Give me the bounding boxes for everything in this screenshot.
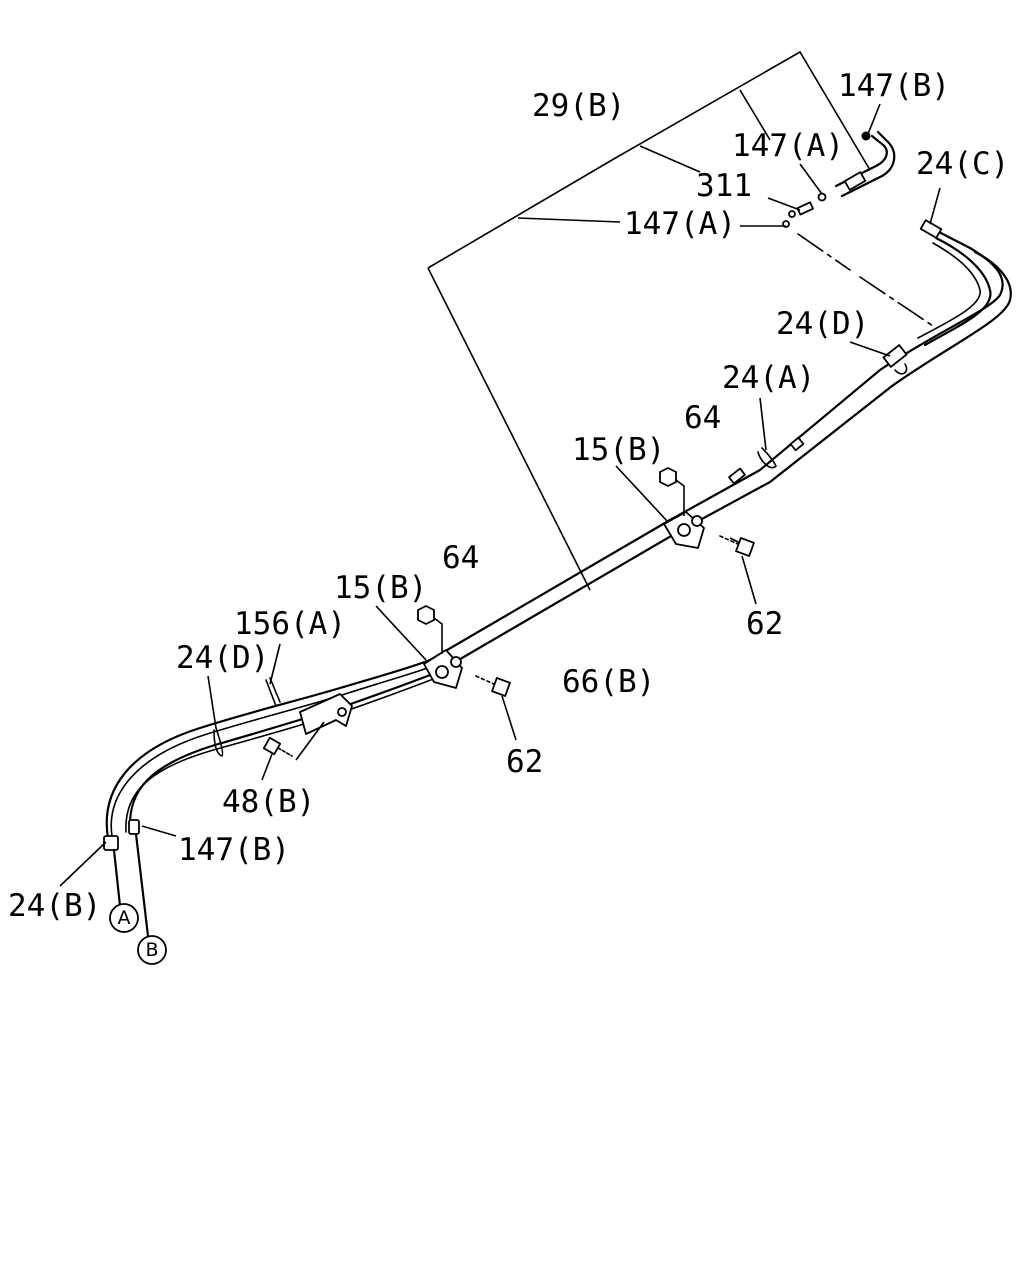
- bolt-62-left: [475, 675, 511, 697]
- callout-66b: 66(B): [562, 664, 655, 700]
- bolt-62-right: [719, 535, 755, 557]
- bolt-48b: [262, 721, 325, 761]
- nut-64-right: [659, 467, 685, 516]
- callout-64-left: 64: [442, 540, 479, 576]
- bracket-15b-left: [423, 649, 463, 689]
- group-outline-29b: [427, 50, 871, 591]
- callout-311: 311: [696, 168, 752, 204]
- callout-24d-left: 24(D): [176, 640, 269, 676]
- callout-62-left: 62: [506, 744, 543, 780]
- callout-156a: 156(A): [234, 606, 346, 642]
- callout-147b-top: 147(B): [838, 68, 950, 104]
- callout-147a-mid: 147(A): [624, 206, 736, 242]
- clip-24a: [728, 436, 805, 485]
- callout-147a-top: 147(A): [732, 128, 844, 164]
- callout-48b: 48(B): [222, 784, 315, 820]
- connector-a-label: A: [118, 907, 131, 929]
- hose-end-147b-bottom: [128, 819, 150, 938]
- callout-24d-right: 24(D): [776, 306, 869, 342]
- hose-end-24c: [919, 219, 943, 239]
- hose-end-24b: [103, 835, 122, 908]
- leader-lines: [59, 103, 941, 887]
- callout-15b-right: 15(B): [572, 432, 665, 468]
- pipe-bundle: [105, 228, 1012, 840]
- callout-24b: 24(B): [8, 888, 101, 924]
- bracket-15b-right: [663, 511, 705, 549]
- connector-a: A: [109, 903, 139, 933]
- callout-15b-left: 15(B): [334, 570, 427, 606]
- callout-62-right: 62: [746, 606, 783, 642]
- callout-64-right: 64: [684, 400, 721, 436]
- small-fittings: [782, 192, 827, 228]
- callout-29b: 29(B): [532, 88, 625, 124]
- callout-labels: 29(B) 147(B) 147(A) 311 147(A) 24(C) 24(…: [8, 68, 1009, 924]
- callout-24c: 24(C): [916, 146, 1009, 182]
- connector-b-label: B: [145, 939, 158, 961]
- top-hose-assembly: [834, 130, 896, 198]
- callout-147b-bottom: 147(B): [178, 832, 290, 868]
- callout-24a: 24(A): [722, 360, 815, 396]
- nut-64-left: [417, 605, 443, 654]
- clip-24d-left: [213, 727, 224, 757]
- connector-b: B: [137, 935, 167, 965]
- bracket-156a: [265, 677, 353, 735]
- clip-24d-right: [882, 344, 908, 375]
